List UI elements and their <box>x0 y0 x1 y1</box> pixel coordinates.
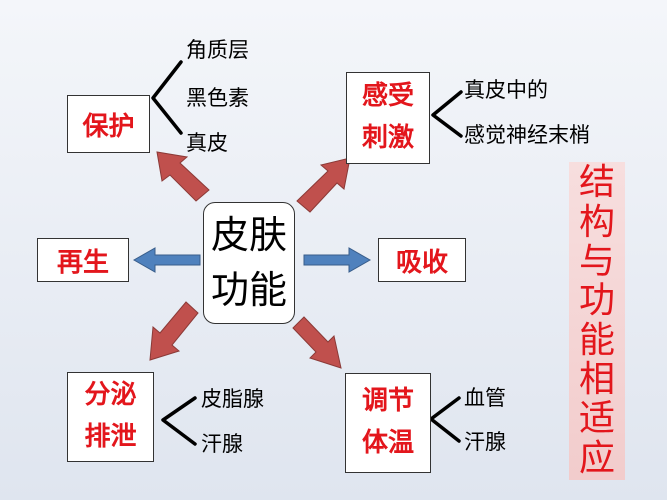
arrow-to-sense <box>296 157 351 213</box>
temp-box: 调节 体温 <box>345 373 431 473</box>
side-title-char: 适 <box>578 398 615 440</box>
arrow-to-absorb <box>303 247 372 273</box>
arrow-to-protect <box>156 151 210 202</box>
center-line-1: 皮肤 <box>210 212 287 257</box>
side-title-char: 相 <box>578 358 615 400</box>
bracket-temp <box>429 396 461 443</box>
regen-label: 再生 <box>56 247 109 278</box>
side-title-char: 结 <box>578 162 615 204</box>
bracket-sense <box>431 90 463 138</box>
secrete-item-1: 皮脂腺 <box>201 387 264 411</box>
protect-box: 保护 <box>67 95 150 153</box>
arrow-to-regen <box>132 247 201 273</box>
center-node: 皮肤 功能 <box>203 202 295 324</box>
arrow-to-secrete <box>149 301 199 361</box>
side-title-char: 与 <box>578 240 615 282</box>
absorb-label: 吸收 <box>395 247 448 278</box>
protect-item-1: 角质层 <box>186 38 249 62</box>
temp-line-2: 体温 <box>361 428 414 458</box>
sense-line-2: 刺激 <box>361 123 414 153</box>
temp-line-1: 调节 <box>361 386 414 417</box>
sense-box: 感受 刺激 <box>346 72 430 164</box>
secrete-line-1: 分泌 <box>84 380 137 411</box>
side-title: 结 构 与 功 能 相 适 应 <box>569 162 625 480</box>
sense-item-1: 真皮中的 <box>464 78 548 102</box>
regen-box: 再生 <box>37 238 129 282</box>
secrete-line-2: 排泄 <box>84 422 137 452</box>
side-title-char: 构 <box>578 201 615 243</box>
secrete-box: 分泌 排泄 <box>67 372 154 462</box>
bracket-protect <box>151 60 183 135</box>
sense-line-1: 感受 <box>361 81 414 112</box>
center-line-2: 功能 <box>210 268 287 312</box>
side-title-char: 功 <box>578 280 615 322</box>
protect-item-3: 真皮 <box>186 131 228 155</box>
absorb-box: 吸收 <box>378 238 466 282</box>
bracket-secrete <box>161 396 197 446</box>
arrow-to-temp <box>292 316 342 369</box>
protect-item-2: 黑色素 <box>186 86 249 110</box>
side-title-char: 应 <box>578 437 615 479</box>
secrete-item-2: 汗腺 <box>201 432 243 456</box>
side-title-char: 能 <box>578 319 615 361</box>
sense-item-2: 感觉神经末梢 <box>464 123 590 147</box>
temp-item-2: 汗腺 <box>464 430 506 454</box>
protect-label: 保护 <box>82 111 135 142</box>
temp-item-1: 血管 <box>464 386 506 410</box>
